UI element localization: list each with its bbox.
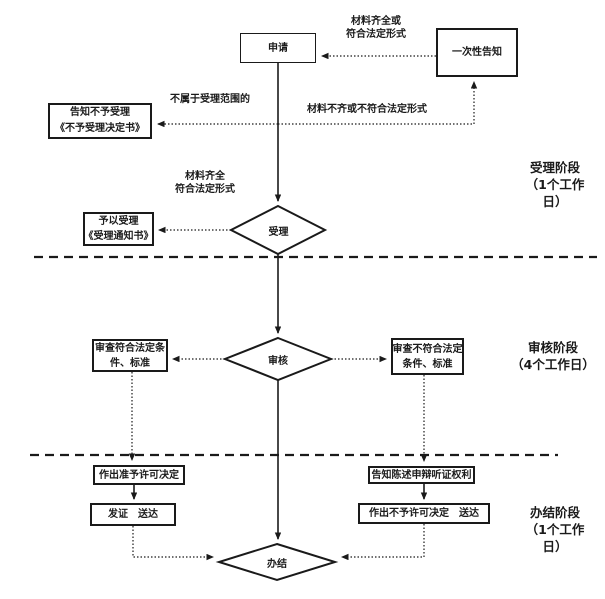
stage-close-line1: 办结阶段 <box>529 505 580 520</box>
not-in-scope-label: 不属于受理范围的 <box>160 93 260 106</box>
close-diamond-text: 办结 <box>267 558 287 570</box>
not-in-scope-text: 不属于受理范围的 <box>170 94 250 105</box>
edge-issue-to-close <box>132 526 214 561</box>
review-diamond-text: 审核 <box>268 355 288 367</box>
review-pass-line1: 审查符合法定条 <box>95 342 165 354</box>
stage-accept-line3: 日） <box>542 194 568 209</box>
grant-decision-label: 作出准予许可决定 <box>99 469 179 481</box>
accept-notice-line1: 予以受理 <box>98 216 139 227</box>
accept-diamond-shape <box>228 204 328 256</box>
close-diamond: 办结 <box>219 544 335 580</box>
materials-incomplete-label: 材料不齐或不符合法定形式 <box>297 103 437 116</box>
grant-decision-box: 作出准予许可决定 <box>93 465 185 485</box>
accept-notice-box: 予以受理 《受理通知书》 <box>83 212 154 246</box>
stage-review-line2: （4个工作日） <box>511 357 595 372</box>
stage-accept-line1: 受理阶段 <box>529 160 580 175</box>
materials-incomplete-text: 材料不齐或不符合法定形式 <box>307 104 427 115</box>
materials-complete-mid-label: 材料齐全 符合法定形式 <box>155 170 255 196</box>
review-diamond-shape <box>222 336 334 382</box>
review-diamond: 审核 <box>225 338 331 380</box>
deny-decision-box: 作出不予许可决定 送达 <box>358 503 490 524</box>
apply-box: 申请 <box>240 33 316 63</box>
stage-review-line1: 审核阶段 <box>527 340 578 355</box>
reject-notice-box: 告知不予受理 《不予受理决定书》 <box>48 103 152 139</box>
materials-complete-top-label: 材料齐全或 符合法定形式 <box>326 15 426 41</box>
issue-deliver-label: 发证 送达 <box>108 509 158 520</box>
stage-close-line3: 日） <box>542 539 568 554</box>
stage-accept-line2: （1个工作 <box>525 177 585 192</box>
materials-complete-top-line2: 符合法定形式 <box>346 29 406 40</box>
stage-accept-label: 受理阶段 （1个工作 日） <box>510 159 600 210</box>
hearing-rights-label: 告知陈述申辩听证权利 <box>371 469 472 481</box>
accept-diamond-text: 受理 <box>268 227 289 238</box>
deny-decision-label: 作出不予许可决定 送达 <box>369 508 479 519</box>
apply-label: 申请 <box>268 42 288 54</box>
review-fail-line2: 条件、标准 <box>402 358 453 370</box>
one-time-notice-label: 一次性告知 <box>452 47 502 58</box>
materials-complete-top-line1: 材料齐全或 <box>351 16 401 27</box>
issue-deliver-box: 发证 送达 <box>90 503 176 526</box>
edge-deny-to-close <box>341 524 425 561</box>
accept-notice-line2: 《受理通知书》 <box>83 231 154 242</box>
one-time-notice-box: 一次性告知 <box>436 28 518 77</box>
stage-review-label: 审核阶段 （4个工作日） <box>503 339 603 373</box>
review-fail-box: 审查不符合法定 条件、标准 <box>391 338 464 375</box>
reject-notice-line2: 《不予受理决定书》 <box>55 123 145 134</box>
review-pass-box: 审查符合法定条 件、标准 <box>92 339 168 372</box>
reject-notice-line1: 告知不予受理 <box>70 107 130 118</box>
review-pass-line2: 件、标准 <box>110 357 150 369</box>
materials-complete-mid-line1: 材料齐全 <box>185 171 225 182</box>
hearing-rights-box: 告知陈述申辩听证权利 <box>368 466 475 484</box>
close-diamond-shape <box>215 542 339 582</box>
accept-diamond: 受理 <box>232 207 325 254</box>
review-fail-line1: 审查不符合法定 <box>392 343 463 355</box>
materials-complete-mid-line2: 符合法定形式 <box>175 184 235 195</box>
stage-close-line2: （1个工作 <box>525 522 585 537</box>
stage-close-label: 办结阶段 （1个工作 日） <box>510 504 600 555</box>
